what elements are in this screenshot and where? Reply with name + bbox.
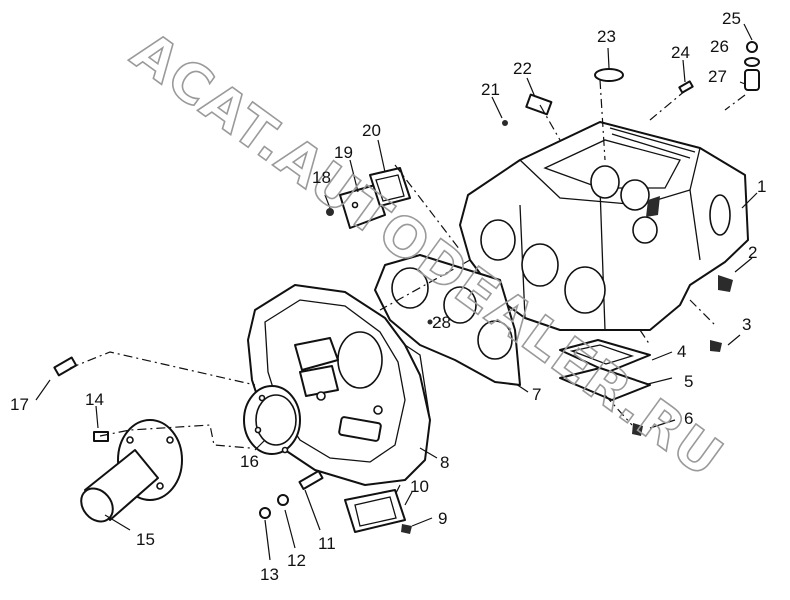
callout-11: 11 — [318, 534, 336, 553]
callout-6: 6 — [684, 409, 693, 428]
transmission-housing — [459, 121, 749, 331]
input-shaft-sleeve — [80, 419, 183, 523]
callout-27: 27 — [708, 67, 727, 86]
callout-5: 5 — [684, 372, 693, 391]
callout-15: 15 — [136, 530, 155, 549]
callout-2: 2 — [748, 243, 757, 262]
callout-4: 4 — [677, 342, 686, 361]
callout-22: 22 — [513, 59, 532, 78]
callout-16: 16 — [240, 452, 259, 471]
callout-25: 25 — [722, 9, 741, 28]
cover-gasket-4 — [559, 339, 651, 373]
callout-23: 23 — [597, 27, 616, 46]
callout-20: 20 — [362, 121, 381, 140]
fasteners — [53, 41, 760, 534]
gasket — [374, 254, 521, 386]
cover-plate-10 — [344, 489, 406, 533]
leader-lines — [35, 23, 758, 561]
callout-21: 21 — [481, 80, 500, 99]
callout-numbers: 1 2 3 4 5 6 7 8 9 10 11 12 13 14 15 16 1… — [10, 9, 766, 584]
callout-12: 12 — [287, 551, 306, 570]
callout-19: 19 — [334, 143, 353, 162]
callout-8: 8 — [440, 453, 449, 472]
callout-18: 18 — [312, 168, 331, 187]
callout-10: 10 — [410, 477, 429, 496]
assembly-lines — [69, 79, 746, 496]
callout-13: 13 — [260, 565, 279, 584]
callout-9: 9 — [438, 509, 447, 528]
callout-28: 28 — [432, 313, 451, 332]
cover-plate-20 — [369, 167, 411, 207]
cover-plate-19 — [339, 184, 386, 229]
flange-cover — [243, 385, 301, 455]
callout-24: 24 — [671, 43, 690, 62]
callout-1: 1 — [757, 177, 766, 196]
callout-17: 17 — [10, 395, 29, 414]
callout-14: 14 — [85, 390, 104, 409]
callout-3: 3 — [742, 315, 751, 334]
callout-7: 7 — [532, 385, 541, 404]
callout-26: 26 — [710, 37, 729, 56]
cover-plate-5 — [559, 367, 651, 401]
